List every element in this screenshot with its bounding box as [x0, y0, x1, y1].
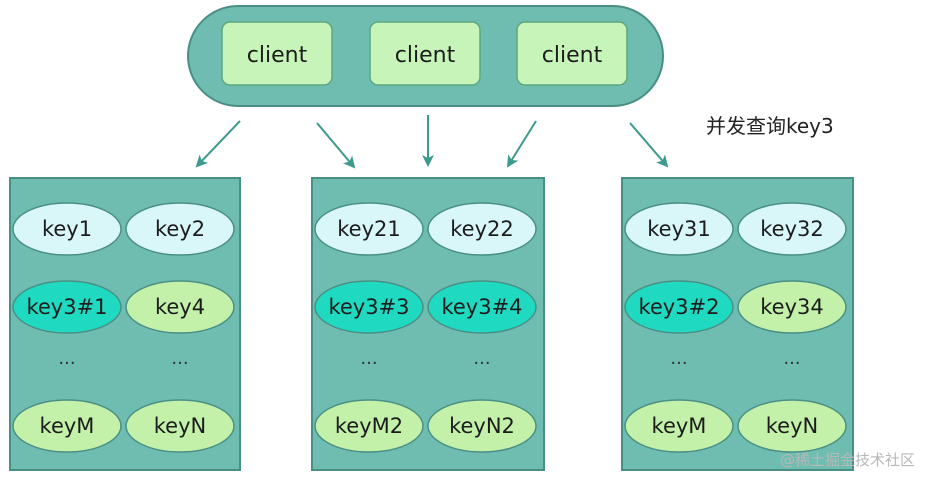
- annotation-label: 并发查询key3: [706, 114, 834, 138]
- client-box-shape: [221, 21, 333, 86]
- key-ellipse: key1: [12, 202, 122, 256]
- key-ellipse-shape: [737, 399, 847, 453]
- key-ellipse-shape: [125, 280, 235, 334]
- ellipsis-text: ...: [670, 348, 687, 369]
- request-arrow: [316, 122, 356, 169]
- key-ellipse-shape: [125, 399, 235, 453]
- key-ellipse-shape: [737, 280, 847, 334]
- client-box: client: [369, 21, 481, 86]
- key-label: key21: [337, 217, 400, 241]
- key-ellipse-shape: [12, 280, 122, 334]
- key-ellipse: keyM: [12, 399, 122, 453]
- key-ellipse: keyN: [125, 399, 235, 453]
- key-ellipse-shape: [427, 399, 537, 453]
- key-ellipse: key34: [737, 280, 847, 334]
- key-ellipse-shape: [427, 202, 537, 256]
- key-ellipse: key22: [427, 202, 537, 256]
- key-label: key3#2: [638, 295, 719, 319]
- watermark: @稀土掘金技术社区: [779, 451, 915, 469]
- key-label: key32: [760, 217, 823, 241]
- key-ellipse-shape: [314, 280, 424, 334]
- key-ellipse-shape: [314, 399, 424, 453]
- key-label: keyM: [40, 414, 95, 438]
- key-label: key2: [155, 217, 205, 241]
- key-label: keyN: [766, 414, 818, 438]
- key-ellipse-shape: [624, 202, 734, 256]
- key-label: keyM2: [335, 414, 403, 438]
- key-ellipse-shape: [624, 399, 734, 453]
- request-arrow: [506, 120, 537, 168]
- key-ellipse: key31: [624, 202, 734, 256]
- key-ellipse: keyN2: [427, 399, 537, 453]
- key-label: key3#3: [328, 295, 409, 319]
- key-label: keyN: [154, 414, 206, 438]
- key-ellipse-shape: [737, 202, 847, 256]
- key-ellipse: keyM2: [314, 399, 424, 453]
- ellipsis-text: ...: [360, 348, 377, 369]
- key-ellipse-shape: [12, 202, 122, 256]
- client-label: client: [542, 43, 603, 68]
- key-ellipse: key4: [125, 280, 235, 334]
- client-box-shape: [516, 21, 628, 86]
- key-ellipse: key2: [125, 202, 235, 256]
- client-box: client: [221, 21, 333, 86]
- client-label: client: [395, 43, 456, 68]
- key-ellipse: key3#2: [624, 280, 734, 334]
- key-ellipse-shape: [624, 280, 734, 334]
- ellipsis-text: ...: [473, 348, 490, 369]
- ellipsis-text: ...: [171, 348, 188, 369]
- client-box-shape: [369, 21, 481, 86]
- key-label: key22: [450, 217, 513, 241]
- key-ellipse: key3#3: [314, 280, 424, 334]
- key-ellipse-shape: [12, 399, 122, 453]
- ellipsis-text: ...: [58, 348, 75, 369]
- key-ellipse: keyM: [624, 399, 734, 453]
- key-label: key4: [155, 295, 205, 319]
- key-ellipse: key3#1: [12, 280, 122, 334]
- key-label: key31: [647, 217, 710, 241]
- request-arrow: [195, 120, 241, 168]
- key-ellipse-shape: [314, 202, 424, 256]
- key-label: keyN2: [449, 414, 515, 438]
- client-box: client: [516, 21, 628, 86]
- key-ellipse: key3#4: [427, 280, 537, 334]
- key-ellipse: key32: [737, 202, 847, 256]
- key-ellipse: key21: [314, 202, 424, 256]
- key-ellipse-shape: [125, 202, 235, 256]
- key-ellipse-shape: [427, 280, 537, 334]
- ellipsis-text: ...: [783, 348, 800, 369]
- key-label: key34: [760, 295, 823, 319]
- key-ellipse: keyN: [737, 399, 847, 453]
- key-label: key3#1: [26, 295, 107, 319]
- key-label: key3#4: [441, 295, 522, 319]
- key-label: key1: [42, 217, 92, 241]
- client-label: client: [247, 43, 308, 68]
- key-label: keyM: [652, 414, 707, 438]
- request-arrow: [629, 122, 669, 168]
